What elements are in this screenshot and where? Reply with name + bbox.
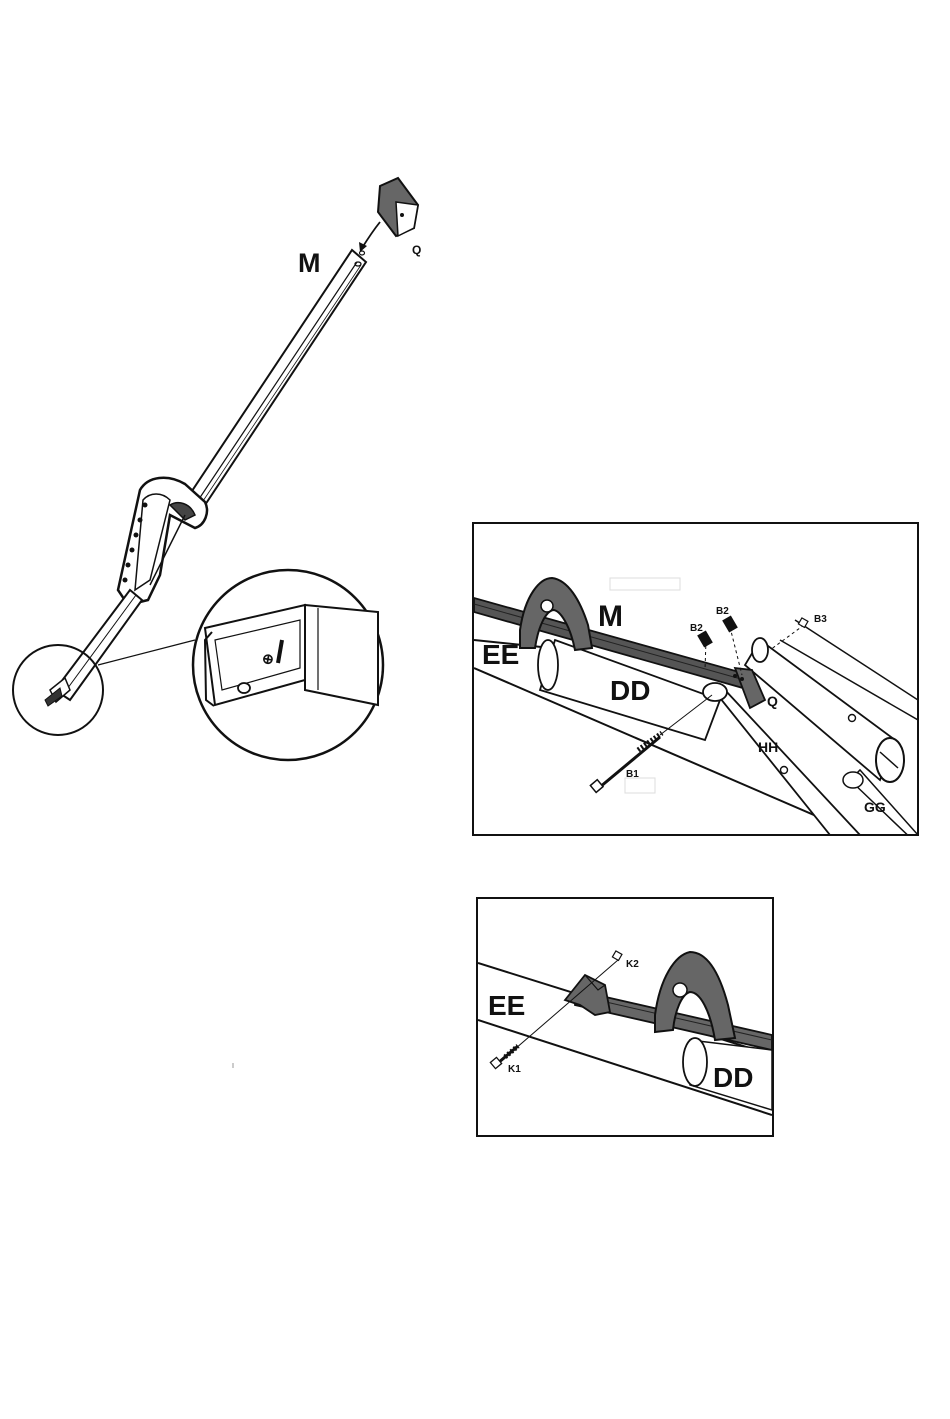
label-b1: B1	[626, 769, 639, 780]
label-k2: K2	[626, 959, 639, 970]
handle-bracket	[118, 478, 207, 605]
detail-panel-1: M EE DD Q B1 B2 B2 B3 HH GG	[473, 523, 918, 860]
label-m-p1: M	[598, 600, 623, 633]
label-dd-p2: DD	[713, 1062, 753, 1093]
label-b2-right: B2	[716, 606, 729, 617]
label-ee-p1: EE	[482, 639, 519, 670]
label-b3: B3	[814, 614, 827, 625]
label-q-top: Q	[412, 243, 421, 257]
label-hh: HH	[758, 739, 778, 755]
detail-circle-large: ⊕	[193, 570, 383, 760]
label-k1: K1	[508, 1064, 521, 1075]
insert-arrow	[362, 222, 380, 248]
tube-assembly-m: ⊕ M Q	[13, 178, 421, 760]
label-gg: GG	[864, 799, 886, 815]
label-ee-p2: EE	[488, 990, 525, 1021]
label-dd-p1: DD	[610, 675, 650, 706]
label-q-p1: Q	[767, 693, 778, 709]
label-m-top: M	[298, 248, 321, 278]
label-b2-left: B2	[690, 623, 703, 634]
detail-panel-2: EE DD K1 K2	[477, 898, 773, 1136]
end-cap-q	[378, 178, 418, 236]
